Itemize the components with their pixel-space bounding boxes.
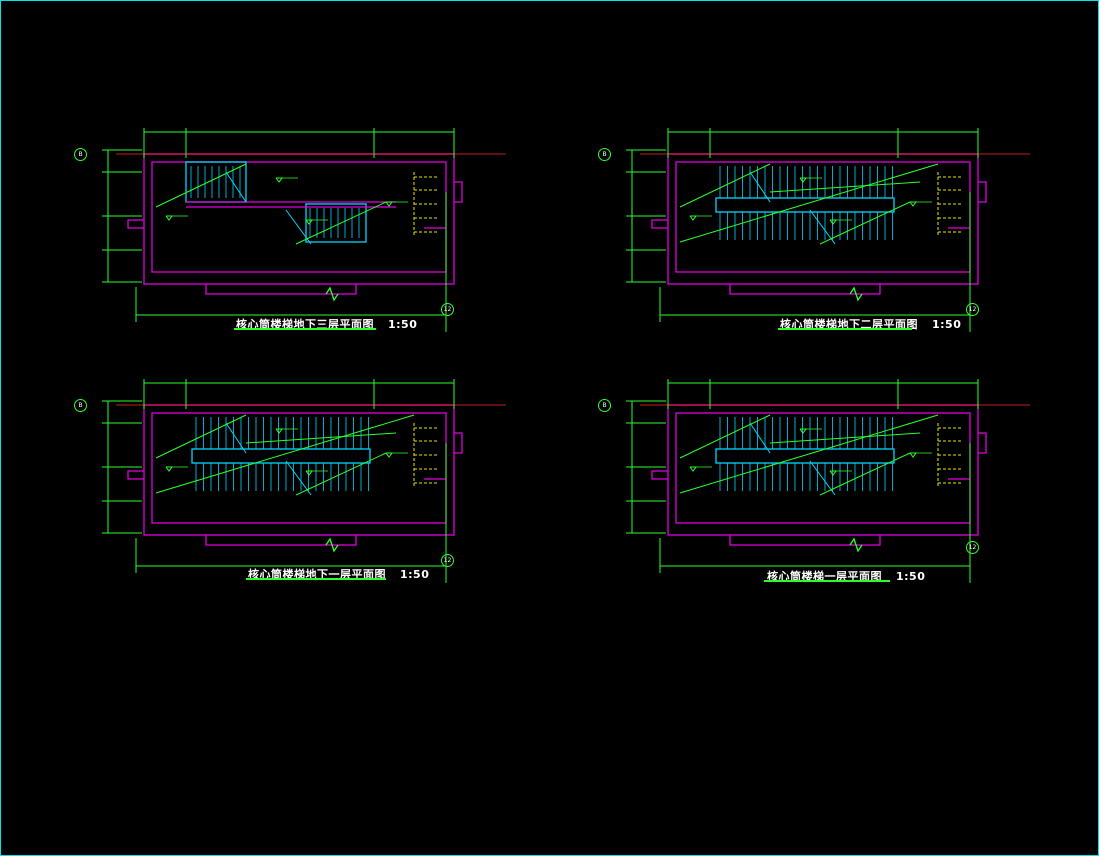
break-line (225, 171, 247, 203)
break-symbol (849, 537, 863, 553)
door-sill (205, 535, 357, 546)
grid-label: B (602, 151, 607, 158)
walk-arrow (769, 181, 921, 193)
plan-title-text: 核心筒楼梯地下三层平面图 (236, 318, 374, 331)
break-line (749, 422, 771, 454)
walk-arrow (769, 432, 921, 444)
stair-landing (715, 448, 895, 464)
grid-label: 12 (443, 557, 452, 564)
outer-wall (667, 153, 979, 285)
elevation-marker (829, 219, 837, 225)
elevation-marker (165, 466, 173, 472)
elevation-marker (689, 215, 697, 221)
walk-arrow (155, 163, 247, 208)
inner-wall (151, 161, 447, 273)
wall-notch (978, 181, 987, 203)
walk-arrow (679, 163, 771, 208)
break-symbol (849, 286, 863, 302)
plan-title: 核心筒楼梯地下三层平面图 1:50 (236, 316, 417, 332)
walk-arrow (679, 414, 771, 459)
plan-title-text: 核心筒楼梯地下一层平面图 (248, 568, 386, 581)
plan-scale: 1:50 (400, 568, 430, 581)
outer-wall (143, 404, 455, 536)
outer-wall (143, 153, 455, 285)
walk-arrow (679, 414, 939, 494)
break-line (225, 422, 247, 454)
walk-arrow (819, 452, 911, 496)
stair-landing (191, 448, 371, 464)
break-line (285, 209, 312, 245)
plan-title-text: 核心筒楼梯地下二层平面图 (780, 318, 918, 331)
grid-bubble-left: B (598, 399, 611, 412)
title-underline (246, 578, 386, 580)
grid-bubble-right: 12 (441, 303, 454, 316)
elevation-marker (305, 470, 313, 476)
door-sill (729, 284, 881, 295)
grid-bubble-right: 12 (966, 541, 979, 554)
wall-notch (651, 219, 668, 229)
break-line (809, 460, 836, 496)
elevation-marker (909, 452, 917, 458)
grid-label: B (602, 402, 607, 409)
walk-arrow (155, 414, 247, 459)
outer-wall (667, 404, 979, 536)
grid-bubble-right: 12 (441, 554, 454, 567)
stair-landing (715, 197, 895, 213)
elevation-marker (799, 177, 807, 183)
grid-label: 12 (443, 306, 452, 313)
grid-label: B (78, 402, 83, 409)
grid-bubble-left: B (598, 148, 611, 161)
plan-title-text: 核心筒楼梯一层平面图 (767, 570, 882, 583)
elevation-marker (165, 215, 173, 221)
elevation-marker (275, 428, 283, 434)
title-underline (778, 328, 912, 330)
break-symbol (325, 286, 339, 302)
break-symbol (325, 537, 339, 553)
break-line (749, 171, 771, 203)
walk-arrow (295, 201, 387, 245)
wall-notch (978, 432, 987, 454)
grid-label: 12 (968, 544, 977, 551)
door-sill (729, 535, 881, 546)
walk-arrow (679, 163, 939, 243)
plan-title: 核心筒楼梯一层平面图 1:50 (767, 568, 925, 584)
elevation-marker (909, 201, 917, 207)
plan-title: 核心筒楼梯地下二层平面图 1:50 (780, 316, 961, 332)
elevation-marker (689, 466, 697, 472)
grid-label: 12 (968, 306, 977, 313)
elevation-marker (385, 452, 393, 458)
title-underline (234, 328, 376, 330)
walk-arrow (819, 201, 911, 245)
wall-notch (454, 181, 463, 203)
wall-notch (454, 432, 463, 454)
elevation-marker (829, 470, 837, 476)
wall-notch (127, 219, 144, 229)
grid-label: B (78, 151, 83, 158)
break-line (285, 460, 312, 496)
grid-bubble-right: 12 (966, 303, 979, 316)
walk-arrow (295, 452, 387, 496)
walk-arrow (155, 414, 415, 494)
walk-arrow (245, 432, 397, 444)
elevation-marker (305, 219, 313, 225)
plan-scale: 1:50 (932, 318, 962, 331)
plan-scale: 1:50 (388, 318, 418, 331)
break-line (809, 209, 836, 245)
wall-notch (127, 470, 144, 480)
grid-bubble-left: B (74, 148, 87, 161)
title-underline (764, 580, 890, 582)
elevation-marker (799, 428, 807, 434)
plan-scale: 1:50 (896, 570, 926, 583)
grid-bubble-left: B (74, 399, 87, 412)
plan-title: 核心筒楼梯地下一层平面图 1:50 (248, 566, 429, 582)
wall-notch (651, 470, 668, 480)
stair-flight (305, 203, 367, 243)
door-sill (205, 284, 357, 295)
elevation-marker (275, 177, 283, 183)
